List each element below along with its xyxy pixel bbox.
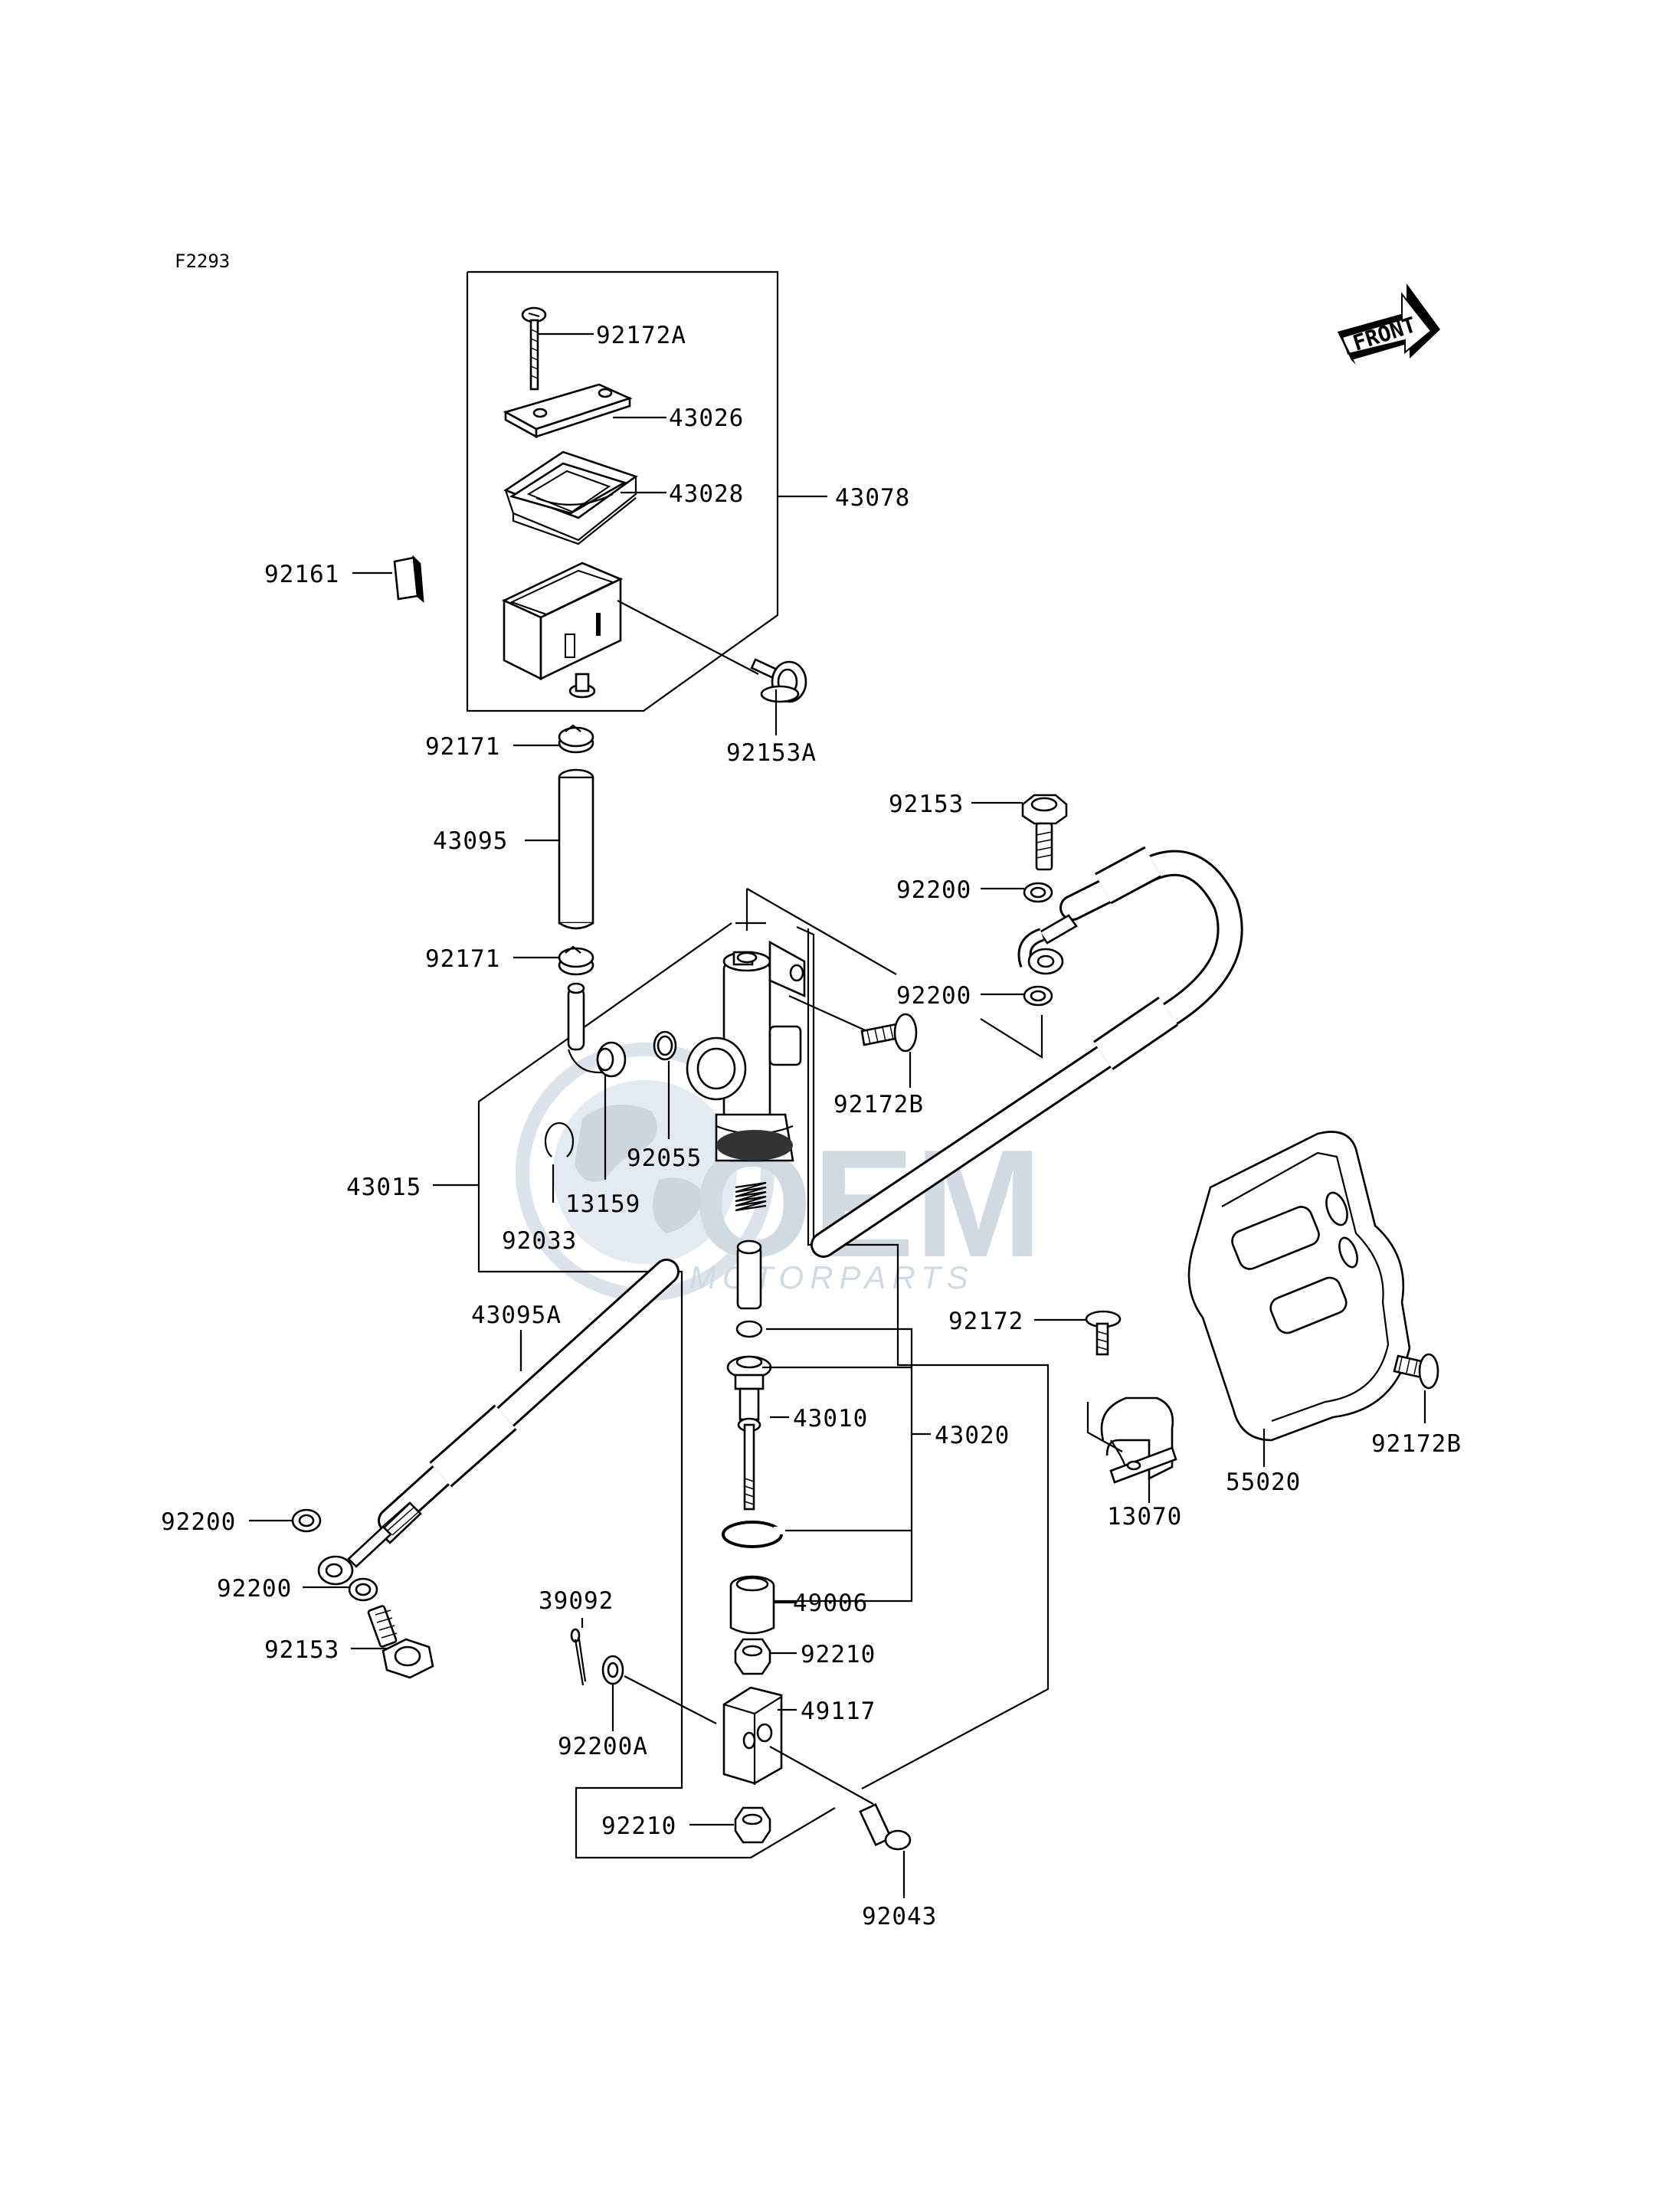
- dust-boot-icon: [729, 1575, 775, 1635]
- front-direction-arrow-icon: FRONT: [1338, 283, 1440, 365]
- reservoir-hose-icon: [558, 768, 594, 930]
- part-label-92043: 92043: [862, 1903, 937, 1930]
- nut-lower-icon: [734, 1806, 771, 1844]
- circlip-icon: [544, 1122, 575, 1157]
- part-label-55020: 55020: [1226, 1468, 1301, 1496]
- part-label-92171-top: 92171: [425, 733, 500, 761]
- part-label-39092: 39092: [539, 1587, 614, 1615]
- part-label-92200-4: 92200: [217, 1575, 292, 1603]
- screw-92172a-icon: [521, 306, 547, 391]
- part-label-92033: 92033: [502, 1227, 577, 1255]
- part-label-43095a: 43095A: [471, 1302, 562, 1329]
- reservoir-body-icon: [501, 562, 759, 699]
- part-label-92200a: 92200A: [558, 1733, 648, 1760]
- part-label-49117: 49117: [801, 1698, 876, 1725]
- washer-lower-2-icon: [348, 1577, 378, 1602]
- part-label-13159: 13159: [565, 1190, 640, 1218]
- part-label-43078: 43078: [835, 484, 910, 512]
- part-label-92210-lower: 92210: [601, 1812, 676, 1840]
- cover-guard-icon: [1187, 1131, 1411, 1442]
- washer-upper-2-icon: [1023, 985, 1053, 1007]
- part-label-43015: 43015: [346, 1174, 421, 1201]
- watermark-sub-text: MOTORPARTS: [689, 1259, 974, 1295]
- part-label-92171-bottom: 92171: [425, 945, 500, 973]
- master-cylinder-body-icon: [686, 940, 878, 1162]
- washer-upper-1-icon: [1023, 882, 1053, 903]
- watermark: OEM MOTORPARTS: [516, 1043, 1043, 1302]
- rubber-piece-icon: [393, 555, 424, 604]
- inlet-fitting-icon: [567, 982, 627, 1078]
- part-label-43095: 43095: [433, 827, 508, 855]
- cotter-pin-icon: [570, 1628, 587, 1686]
- hose-clamp-top-icon: [558, 724, 594, 754]
- screw-92172b-top-icon: [860, 1013, 918, 1053]
- screw-92172-icon: [1085, 1310, 1123, 1452]
- banjo-bolt-lower-icon: [367, 1605, 434, 1679]
- part-label-92153-top: 92153: [889, 791, 964, 818]
- part-label-92200-3: 92200: [161, 1508, 236, 1536]
- clevis-icon: [722, 1686, 783, 1785]
- part-label-92200-2: 92200: [896, 982, 971, 1010]
- part-label-92210-upper: 92210: [801, 1641, 876, 1668]
- bracket-icon: [1100, 1396, 1177, 1484]
- part-label-92172: 92172: [948, 1308, 1023, 1335]
- diaphragm-icon: [503, 450, 638, 545]
- part-label-92172b-right: 92172B: [1371, 1430, 1462, 1458]
- part-label-43028: 43028: [669, 480, 744, 508]
- part-label-92172b-top: 92172B: [833, 1091, 924, 1118]
- hose-clamp-bottom-icon: [558, 945, 594, 976]
- push-rod-assembly-icon: [726, 1239, 772, 1511]
- clevis-pin-icon: [769, 1746, 912, 1851]
- part-label-92172a: 92172A: [596, 322, 686, 349]
- washer-92200a-icon: [601, 1655, 717, 1724]
- leader-lines: [249, 332, 1426, 1898]
- screw-92172b-right-icon: [1393, 1353, 1439, 1390]
- reservoir-cap-icon: [503, 383, 633, 439]
- part-label-43010: 43010: [793, 1405, 868, 1432]
- bolt-92153a-icon: [750, 658, 807, 703]
- part-label-92153-bottom: 92153: [264, 1636, 339, 1664]
- brake-hose-upper-icon: [811, 846, 1243, 1258]
- o-ring-icon: [653, 1030, 677, 1061]
- brake-hose-lower-icon: [317, 1259, 680, 1586]
- assembly-bracket-lines: [433, 270, 1050, 1859]
- nut-upper-icon: [734, 1638, 771, 1675]
- part-label-43026: 43026: [669, 404, 744, 432]
- part-label-92153a: 92153A: [726, 739, 817, 767]
- part-label-92200-1: 92200: [896, 876, 971, 904]
- part-label-43020: 43020: [935, 1422, 1010, 1449]
- part-labels: 92172A 43026 43028 43078 92161 92153A 92…: [161, 322, 1462, 1930]
- washer-lower-1-icon: [291, 1508, 322, 1533]
- part-label-49006: 49006: [793, 1590, 868, 1617]
- part-label-92055: 92055: [627, 1144, 702, 1172]
- part-label-13070: 13070: [1107, 1503, 1182, 1531]
- banjo-bolt-upper-icon: [1021, 794, 1068, 871]
- part-label-92161: 92161: [264, 561, 339, 588]
- figure-code: F2293: [175, 250, 230, 272]
- spring-icon: [735, 1181, 767, 1212]
- snap-ring-icon: [722, 1521, 783, 1548]
